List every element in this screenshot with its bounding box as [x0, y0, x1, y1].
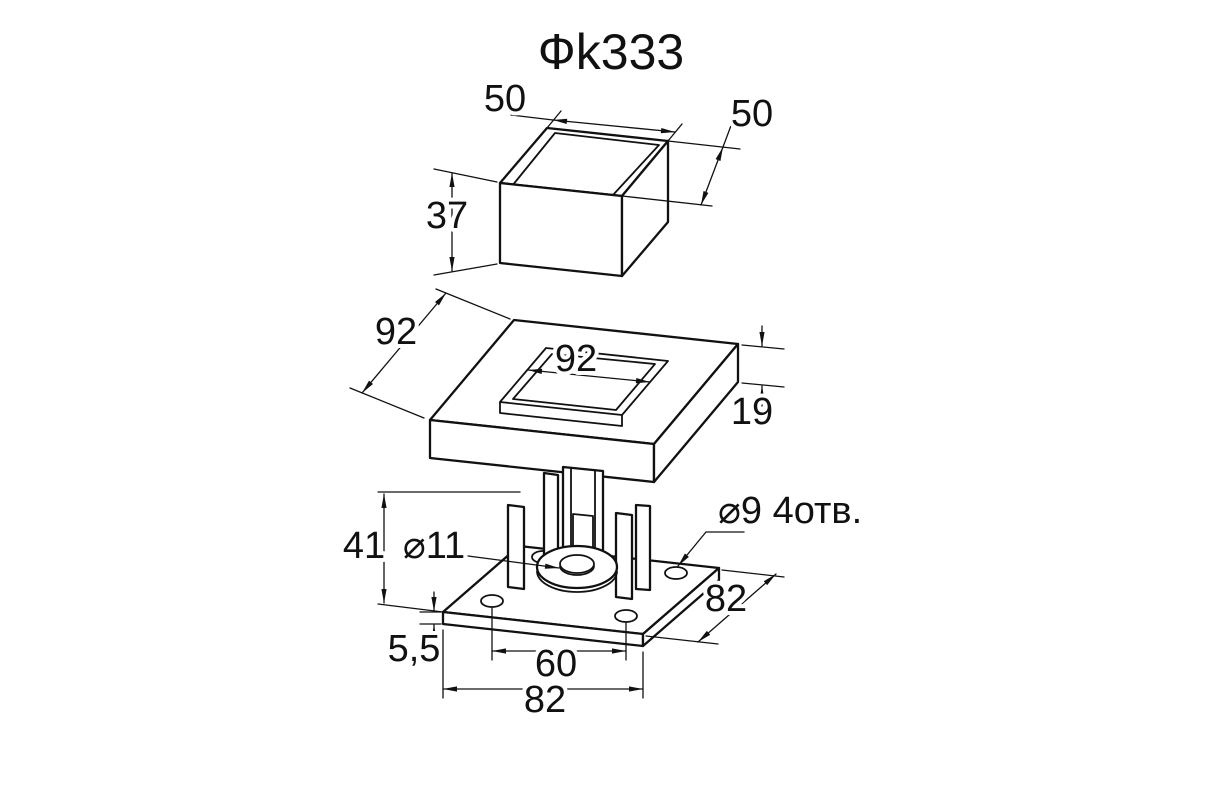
base-hole-left	[480, 594, 504, 608]
dim-label-base-width: 82	[524, 679, 566, 721]
clip-center-hole-depth	[559, 565, 595, 576]
dim-label-hole-spacing: 60	[535, 643, 577, 685]
part-base-clip	[441, 465, 721, 648]
flange-right-face	[652, 342, 740, 484]
ext-line	[349, 387, 425, 419]
flange-hole-depth	[499, 402, 623, 427]
ext-line	[621, 195, 713, 207]
clip-fin-right-near	[614, 511, 634, 601]
dim-label-tube-width: 50	[484, 78, 526, 120]
ext-line	[741, 344, 785, 350]
dim-label-tube-height: 37	[426, 195, 468, 237]
dim-tail	[722, 122, 733, 148]
dim-line-flange-inner	[527, 368, 651, 384]
clip-fin-center	[561, 465, 605, 555]
drawing-title: Фk333	[538, 24, 684, 80]
ext-line	[433, 168, 498, 183]
dim-line-tube-depth	[700, 146, 724, 206]
ext-line	[667, 140, 741, 150]
part-square-tube	[498, 126, 670, 278]
base-hole-front	[614, 609, 638, 623]
dimensions-flange: 92 92 19	[349, 288, 785, 437]
clip-fin-mid-left	[542, 471, 560, 559]
dim-label-base-depth: 82	[705, 578, 747, 620]
dim-label-center-hole: ⌀11	[403, 525, 465, 567]
leader-center-hole	[467, 555, 560, 569]
flange-hole-outer	[499, 347, 669, 416]
dimensions-base: 41 ⌀11 ⌀9 4отв. 82 5,5 60 82	[339, 486, 866, 725]
leader-corner-holes	[677, 531, 745, 567]
clip-fin-left	[506, 503, 526, 591]
dim-label-flange-inner: 92	[555, 338, 597, 380]
clip-boss-collar	[536, 570, 618, 593]
ext-line	[377, 603, 444, 613]
clip-fin-right-far	[634, 503, 652, 592]
clip-center-hole	[559, 554, 595, 574]
dim-label-corner-holes: ⌀9 4отв.	[718, 490, 862, 532]
dim-label-flange-width: 92	[375, 311, 417, 353]
ext-line	[435, 288, 511, 320]
dim-line-base-depth	[697, 573, 777, 643]
ext-line	[645, 635, 719, 645]
dim-label-flange-thickness: 19	[731, 391, 773, 433]
clip-boss	[535, 544, 619, 590]
dim-label-clip-height: 41	[343, 525, 385, 567]
dim-label-base-thickness: 5,5	[388, 628, 441, 670]
tube-right-face	[620, 139, 670, 278]
dim-tail	[510, 114, 554, 121]
tube-front-face	[498, 181, 624, 278]
dimensions-tube: 50 50 37	[422, 74, 777, 276]
dim-line-flange-width	[361, 292, 447, 394]
dim-line-tube-width	[552, 118, 676, 134]
ext-line	[741, 382, 785, 388]
base-hole-right	[664, 566, 688, 580]
dim-label-tube-depth: 50	[731, 93, 773, 135]
ext-line	[433, 263, 498, 276]
